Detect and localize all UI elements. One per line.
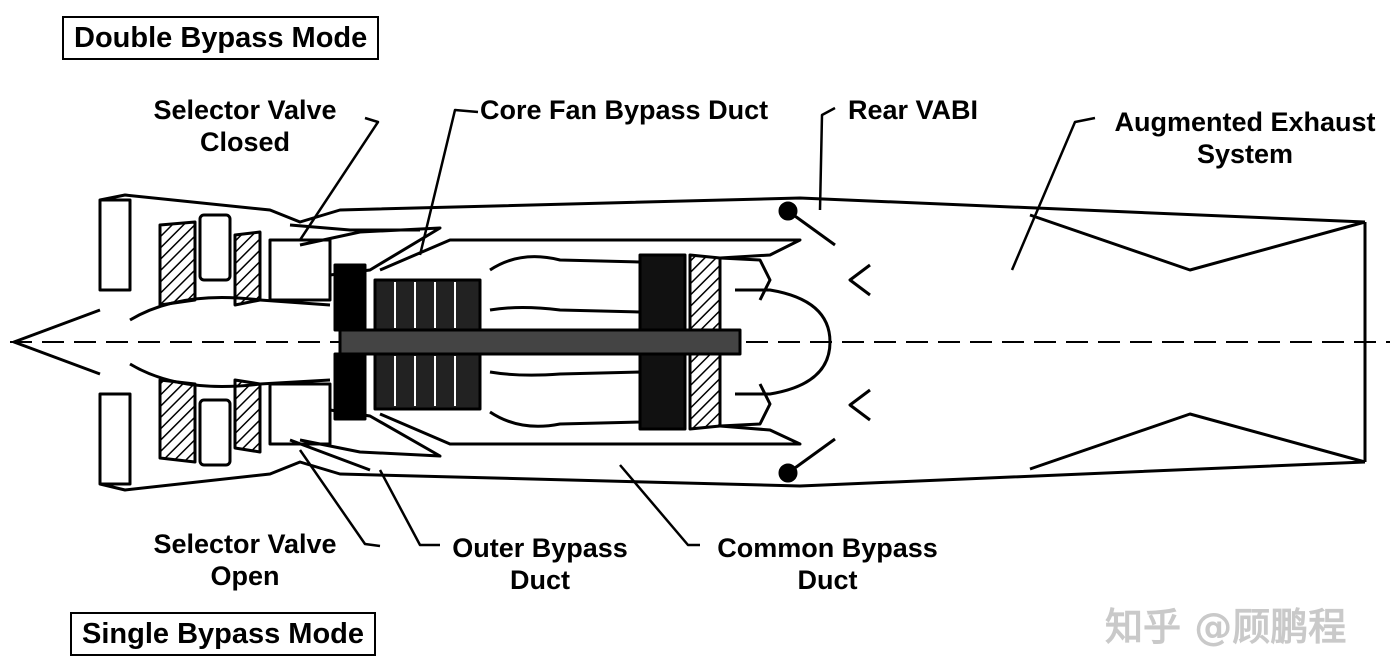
single-bypass-title: Single Bypass Mode xyxy=(70,612,377,656)
core-fan-bottom xyxy=(268,382,332,446)
inner-casing-top xyxy=(379,238,802,272)
fan-blade-bottom-1 xyxy=(158,378,197,464)
label-line: Outer Bypass xyxy=(452,533,628,563)
shaft xyxy=(338,328,742,356)
nozzle-convergent-top xyxy=(1029,213,1366,272)
duct-wall-top xyxy=(719,256,772,301)
outer-casing-bottom xyxy=(99,460,1366,492)
core-splitter-top xyxy=(299,226,442,277)
fan-stator-top xyxy=(198,213,232,282)
leader-rear-vabi xyxy=(818,106,836,211)
selector-valve-closed-label: Selector Valve Closed xyxy=(140,94,350,158)
label-line: Closed xyxy=(199,127,291,157)
leader-augmented xyxy=(1010,116,1096,271)
double-bypass-title: Double Bypass Mode xyxy=(62,16,380,60)
selector-valve-open-label: Selector Valve Open xyxy=(140,528,350,592)
compressor-stages-bottom xyxy=(373,352,482,411)
tail-cone xyxy=(735,288,832,396)
inlet-frame-bottom xyxy=(98,392,132,486)
outer-bypass-duct-label: Outer Bypass Duct xyxy=(440,532,640,596)
label-line: Duct xyxy=(510,565,570,595)
lp-turbine-top xyxy=(688,253,722,332)
label-line: Selector Valve xyxy=(153,529,337,559)
fan-blade-top-2 xyxy=(233,230,262,307)
compressor-stages-top xyxy=(373,278,482,332)
label-line: Common Bypass xyxy=(717,533,938,563)
label-line: Open xyxy=(210,561,280,591)
common-bypass-duct-label: Common Bypass Duct xyxy=(705,532,950,596)
augmented-exhaust-label: Augmented Exhaust System xyxy=(1100,106,1390,170)
rear-vabi-top-flap xyxy=(787,209,836,247)
core-fan-top xyxy=(268,238,332,302)
label-line: System xyxy=(1196,139,1294,169)
label-line: Duct xyxy=(797,565,858,595)
combustor-bottom xyxy=(489,370,642,428)
lp-turbine-bottom xyxy=(688,352,722,431)
leader-selector-open xyxy=(298,449,381,548)
turbine-bottom xyxy=(638,352,687,431)
turbine-top xyxy=(638,253,687,332)
fan-blade-bottom-2 xyxy=(233,378,262,454)
label-line: Selector Valve xyxy=(153,95,337,125)
inner-casing-bottom xyxy=(379,412,802,446)
nose-cone xyxy=(12,308,101,376)
duct-wall-bottom xyxy=(719,383,772,428)
core-splitter-bottom xyxy=(299,408,442,458)
rear-vabi-bottom-flap xyxy=(787,437,836,475)
fan-stator-bottom xyxy=(198,398,232,467)
inlet-frame-top xyxy=(98,198,132,292)
core-fan-bypass-duct-label: Core Fan Bypass Duct xyxy=(480,95,769,125)
flameholder-top xyxy=(848,263,871,297)
compressor-front-top xyxy=(333,263,367,332)
outer-casing-top xyxy=(99,193,1366,224)
flameholder-bottom xyxy=(848,388,871,422)
label-line: Augmented Exhaust xyxy=(1114,107,1376,137)
leader-selector-closed xyxy=(298,116,380,241)
compressor-front-bottom xyxy=(333,352,367,421)
leader-common-duct xyxy=(619,464,700,547)
leader-outer-duct xyxy=(378,469,440,547)
rear-vabi-label: Rear VABI xyxy=(848,95,979,125)
leader-core-fan xyxy=(418,108,479,256)
selector-valve-bottom xyxy=(289,438,371,472)
fan-hub xyxy=(129,296,331,388)
combustor-top xyxy=(489,255,642,314)
watermark: 知乎 @顾鹏程 xyxy=(1105,605,1347,649)
nozzle-convergent-bottom xyxy=(1029,412,1366,471)
fan-blade-top-1 xyxy=(158,220,197,307)
